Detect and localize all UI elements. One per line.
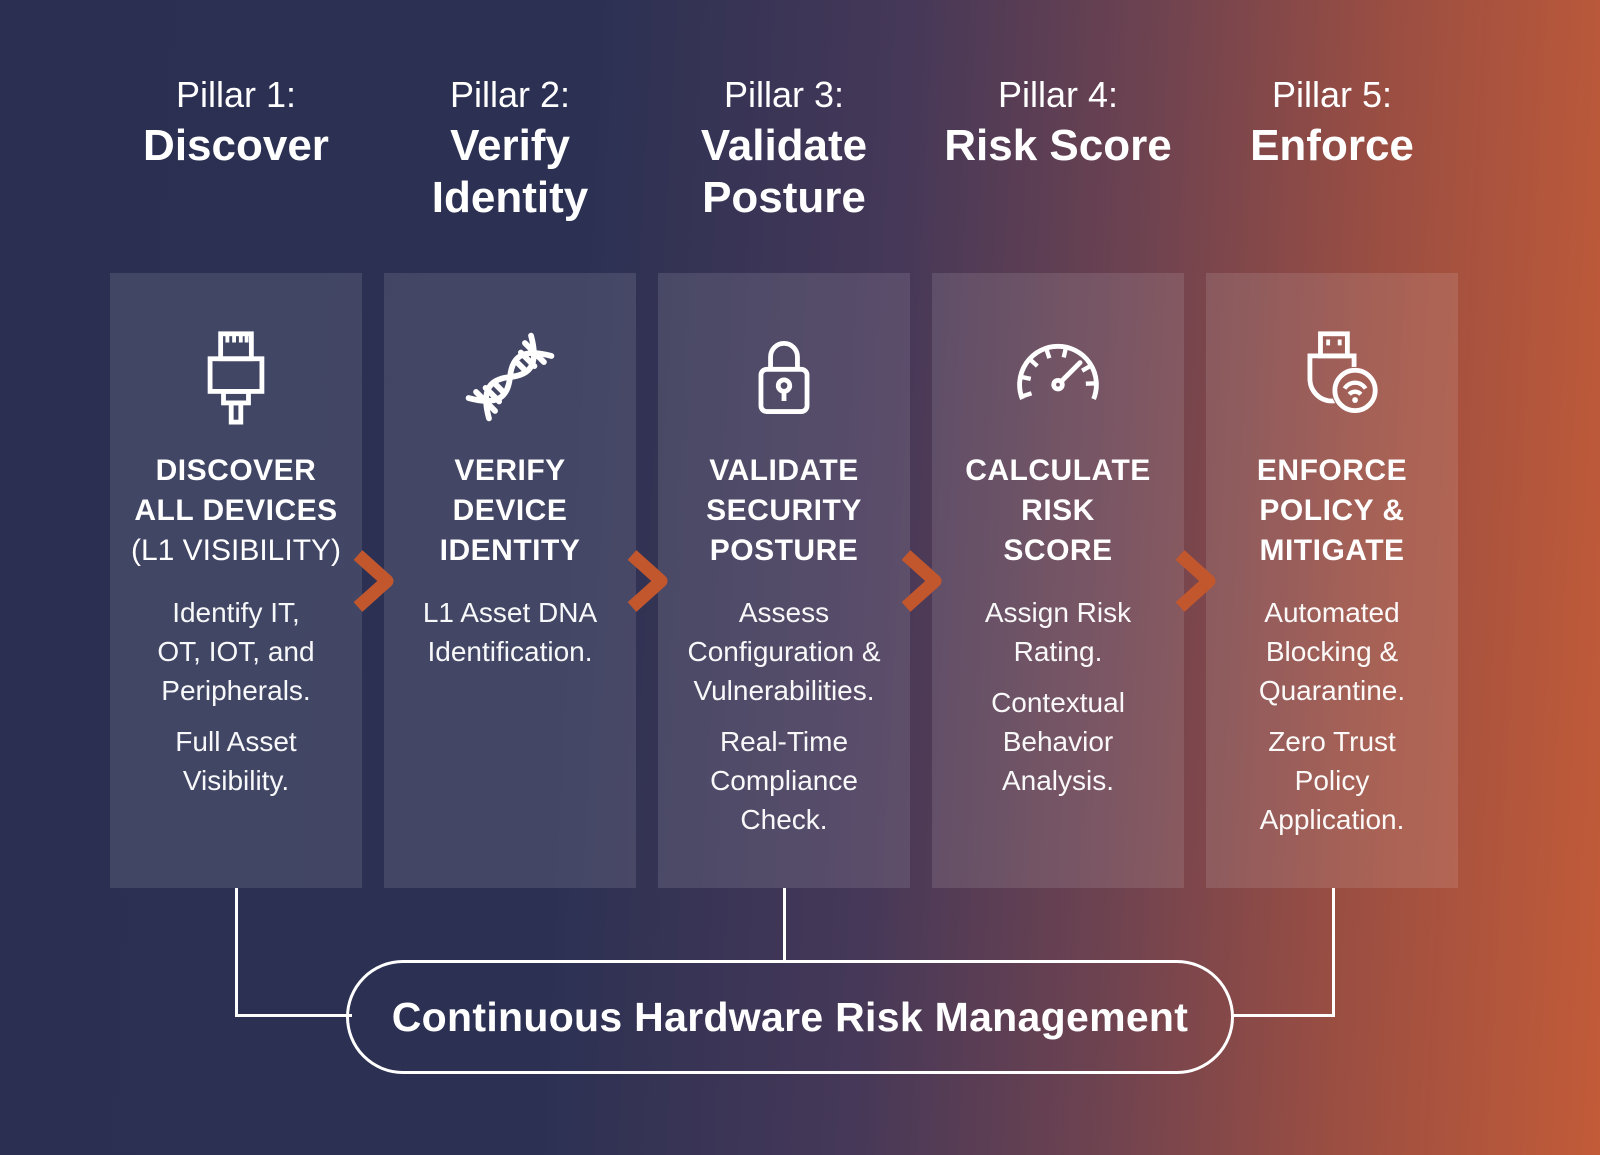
pillar-card-risk-score: CALCULATE RISK SCORE Assign Risk Rating.… <box>932 273 1184 888</box>
card-paragraph: Contextual Behavior Analysis. <box>991 687 1125 796</box>
pillar-card-validate-posture: VALIDATE SECURITY POSTURE Assess Configu… <box>658 273 910 888</box>
pillar-header-prefix: Pillar 5: <box>1271 74 1393 115</box>
pillar-header-prefix: Pillar 1: <box>175 74 297 115</box>
card-title: VERIFY DEVICE IDENTITY <box>439 454 581 567</box>
connector-line <box>783 888 786 962</box>
chevron-right-icon <box>627 550 668 612</box>
card-paragraph: Full Asset Visibility. <box>175 726 297 796</box>
dna-icon <box>462 329 558 425</box>
pillar-header-prefix: Pillar 2: <box>449 74 571 115</box>
footer-pill: Continuous Hardware Risk Management <box>346 960 1234 1074</box>
chevron-right-icon <box>1175 550 1216 612</box>
pillar-header-prefix: Pillar 4: <box>997 74 1119 115</box>
pillar-card-enforce: ENFORCE POLICY & MITIGATE Automated Bloc… <box>1206 273 1458 888</box>
pillar-header-2: Pillar 2: Verify Identity <box>373 70 647 224</box>
card-body: Assess Configuration & Vulnerabilities. … <box>658 593 910 839</box>
card-title: ENFORCE POLICY & MITIGATE <box>1256 454 1408 567</box>
pillar-header-name: Verify Identity <box>431 121 589 222</box>
pillar-header-name: Risk Score <box>944 121 1172 170</box>
padlock-icon <box>736 329 832 425</box>
card-body: L1 Asset DNA Identification. <box>384 593 636 671</box>
card-paragraph: Assign Risk Rating. <box>984 597 1132 667</box>
pillar-cards-row: DISCOVER ALL DEVICES (L1 VISIBILITY) Ide… <box>110 273 1458 888</box>
pillar-header-3: Pillar 3: Validate Posture <box>647 70 921 224</box>
footer-label: Continuous Hardware Risk Management <box>391 993 1189 1040</box>
pillar-header-5: Pillar 5: Enforce <box>1195 70 1469 224</box>
connector-line <box>1231 1014 1335 1017</box>
card-paragraph: Identify IT, OT, IOT, and Peripherals. <box>157 597 315 706</box>
usb-wifi-icon <box>1284 329 1380 425</box>
pillar-card-discover: DISCOVER ALL DEVICES (L1 VISIBILITY) Ide… <box>110 273 362 888</box>
card-body: Assign Risk Rating. Contextual Behavior … <box>932 593 1184 800</box>
card-paragraph: Automated Blocking & Quarantine. <box>1258 597 1406 706</box>
pillar-header-prefix: Pillar 3: <box>723 74 845 115</box>
pillar-header-name: Enforce <box>1250 121 1414 170</box>
card-title: DISCOVER ALL DEVICES <box>134 454 338 527</box>
card-body: Identify IT, OT, IOT, and Peripherals. F… <box>110 593 362 800</box>
pillar-header-name: Validate Posture <box>700 121 868 222</box>
card-paragraph: Zero Trust Policy Application. <box>1259 726 1405 835</box>
usb-plug-icon <box>188 329 284 425</box>
gauge-icon <box>1010 329 1106 425</box>
connector-line <box>235 1014 352 1017</box>
card-body: Automated Blocking & Quarantine. Zero Tr… <box>1206 593 1458 839</box>
pillar-header-name: Discover <box>143 121 329 170</box>
card-paragraph: Real-Time Compliance Check. <box>710 726 858 835</box>
chevron-right-icon <box>901 550 942 612</box>
card-title: VALIDATE SECURITY POSTURE <box>706 454 862 567</box>
card-subtitle: (L1 VISIBILITY) <box>130 534 342 567</box>
pillar-headers-row: Pillar 1: Discover Pillar 2: Verify Iden… <box>99 70 1469 224</box>
pillar-card-verify-identity: VERIFY DEVICE IDENTITY L1 Asset DNA Iden… <box>384 273 636 888</box>
pillar-header-4: Pillar 4: Risk Score <box>921 70 1195 224</box>
card-paragraph: Assess Configuration & Vulnerabilities. <box>687 597 881 706</box>
pillar-header-1: Pillar 1: Discover <box>99 70 373 224</box>
connector-line <box>1332 888 1335 1017</box>
card-title: CALCULATE RISK SCORE <box>965 454 1151 567</box>
card-paragraph: L1 Asset DNA Identification. <box>422 597 598 667</box>
connector-line <box>235 888 238 1017</box>
chevron-right-icon <box>353 550 394 612</box>
